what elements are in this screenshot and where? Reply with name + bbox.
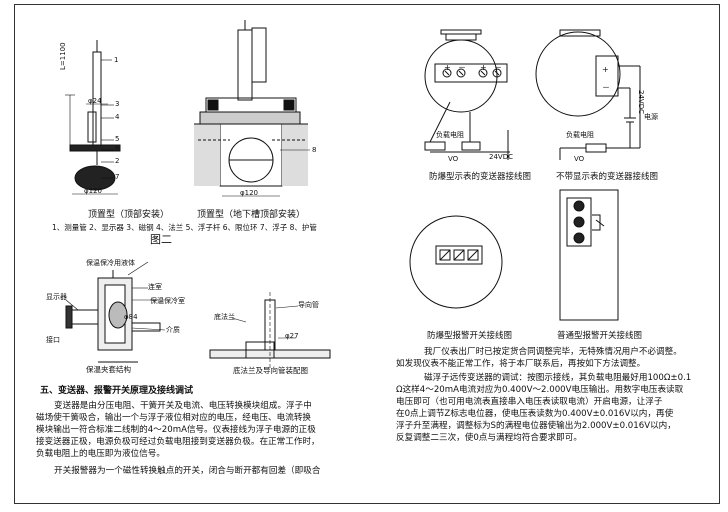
right-p2-line-4: 在0点上调节Z标志电位器，使电压表读数为0.400V±0.016V以内，再使	[396, 409, 674, 419]
part-number-3: 3	[115, 100, 120, 108]
caption-top-mount: 顶置型（顶部安装）	[88, 210, 170, 220]
right-p2-line-3: 电压即可（也可用电流表直接串入电压表读取电流）开启电源，让浮子	[396, 397, 663, 407]
right-p2-line-6: 反复调整二三次，使0点与满程均符合要求即可。	[396, 433, 582, 443]
dim-height-label: L=1100	[59, 42, 67, 70]
left-p1-line-1: 变送器是由分压电阻、干簧开关及电流、电压转换模块组成。浮子中	[54, 401, 312, 411]
terminal-plus-normal: +	[602, 65, 609, 74]
part-number-7: 7	[115, 173, 120, 181]
terminal-minus-normal: －	[602, 83, 610, 92]
normal-transmitter-wiring	[535, 29, 641, 160]
part-number-5: 5	[115, 135, 120, 143]
part-number-6: 6	[115, 145, 120, 153]
caption-ex-alarm: 防爆型报警开关接线图	[427, 331, 513, 341]
dim-d120b-label: φ120	[240, 189, 258, 197]
dim-d84-label: φ84	[124, 313, 138, 321]
label-display: 显示器	[46, 293, 67, 301]
dim-d24-label: φ24	[88, 97, 102, 105]
right-p2-line-2: Ω这样4～20mA电流对应为0.400V～2.000V电压输出。用数字电压表读取	[396, 385, 684, 395]
label-liquid: 保温保冷用液体	[86, 259, 135, 267]
caption-ex-transmitter: 防爆型示表的变送器接线图	[429, 172, 532, 182]
label-port: 接口	[46, 336, 60, 344]
insulated-jacket-drawing	[65, 261, 166, 363]
label-24vdc-vertical: 24VDC	[637, 90, 645, 114]
left-p1-line-3: 模块输出一符合标准二线制的4～20mA信号。仪表接线为浮子电源的正极	[36, 425, 316, 435]
label-medium: 介质	[166, 326, 180, 334]
part-number-2: 2	[115, 157, 120, 165]
tank-mount-drawing	[194, 20, 310, 197]
label-chamber: 连室	[148, 283, 162, 291]
page-border	[14, 4, 720, 504]
label-load-resistor: 负载电阻	[436, 131, 464, 139]
ex-alarm-switch	[409, 215, 503, 309]
label-24vdc: 24VDC	[489, 153, 513, 161]
part-number-1: 1	[114, 56, 119, 64]
ex-transmitter-wiring	[424, 29, 510, 160]
section-title: 五、变送器、报警开关原理及接线调试	[40, 386, 194, 396]
left-p2-line-1: 开关报警器为一个磁性转换触点的开关，闭合与断开都有回差（即吸合	[54, 466, 321, 476]
terminal-minus-1: －	[458, 63, 466, 72]
right-paragraph-2: 磁浮子远传变送器的调试：按图示接线，其负载电阻最好用100Ω±0.1 Ω这样4～…	[396, 372, 716, 444]
label-bottom-flange: 底法兰	[214, 313, 235, 321]
left-p1-line-4: 接变送器正极，电源负极可经过负载电阻接到变送器负极。在正常工作时，	[36, 437, 320, 447]
label-jacket: 保温保冷室	[150, 297, 185, 305]
right-paragraph-1: 我厂仪表出厂时已按定货合同调整完毕，无特殊情况用户不必调整。 如发现仪表不能正常…	[396, 346, 716, 370]
label-vo-2: VO	[574, 155, 585, 163]
left-p1-line-2: 磁场使干簧吸合，输出一个与浮子液位相对应的电压，经电压、电流转换	[36, 413, 312, 423]
top-mount-drawing	[65, 40, 121, 195]
terminal-minus-2: －	[494, 63, 502, 72]
parts-legend: 1、测量管 2、显示器 3、磁钢 4、法兰 5、浮子杆 6、限位环 7、浮子 8…	[52, 223, 317, 232]
normal-alarm-switch	[559, 189, 619, 321]
flange-guide-drawing	[209, 292, 331, 368]
label-guide-pipe: 导向管	[298, 301, 319, 309]
caption-flange-guide: 底法兰及导向管装配图	[233, 366, 308, 375]
caption-tank-mount: 顶置型（地下槽顶部安装）	[197, 210, 306, 220]
terminal-plus-2: +	[480, 63, 487, 72]
part-number-8: 8	[312, 146, 317, 154]
dim-d120-label: φ120	[84, 187, 102, 195]
left-paragraph-1: 变送器是由分压电阻、干簧开关及电流、电压转换模块组成。浮子中 磁场使干簧吸合，输…	[36, 400, 336, 460]
right-p2-line-5: 浮子升至满程，调整标为S的满程电位器使输出为2.000V±0.016V以内，	[396, 421, 676, 431]
right-p2-line-1: 磁浮子远传变送器的调试：按图示接线，其负载电阻最好用100Ω±0.1	[424, 373, 692, 383]
caption-normal-alarm: 普通型报警开关接线图	[557, 331, 643, 341]
label-load-resistor-2: 负载电阻	[566, 131, 594, 139]
left-paragraph-2: 开关报警器为一个磁性转换触点的开关，闭合与断开都有回差（即吸合	[54, 465, 344, 477]
right-p1-line-1: 我厂仪表出厂时已按定货合同调整完毕，无特殊情况用户不必调整。	[424, 347, 682, 357]
label-power: 电源	[644, 113, 658, 121]
right-p1-line-2: 如发现仪表不能正常工作，将于本厂联系后，再按如下方法调整。	[396, 359, 646, 369]
left-p1-line-5: 负载电阻上的电压即为液位信号。	[36, 449, 165, 459]
terminal-plus-1: +	[444, 63, 451, 72]
dim-d27-label: φ27	[285, 332, 299, 340]
caption-insulated: 保温夹套结构	[86, 365, 131, 374]
figure-label: 图二	[150, 233, 172, 246]
part-number-4: 4	[115, 113, 120, 121]
label-vo: VO	[448, 155, 459, 163]
caption-normal-transmitter: 不带显示表的变送器接线图	[556, 172, 659, 182]
